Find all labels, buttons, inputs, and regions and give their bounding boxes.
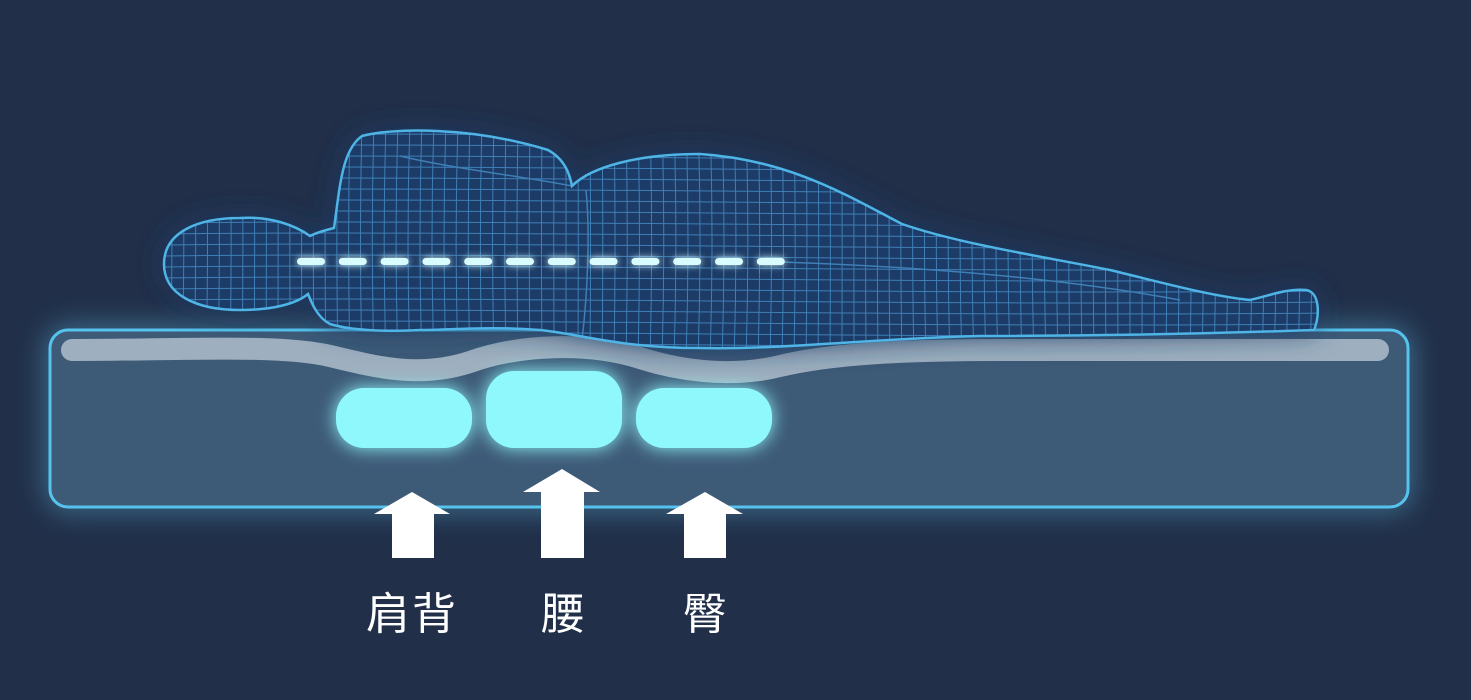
up-arrow-icon <box>523 469 600 558</box>
zone-label-shoulder-back: 肩背 <box>366 589 458 640</box>
body-mesh-line <box>1189 130 1192 349</box>
spine-dash <box>338 258 367 265</box>
human-body-side-view-icon <box>160 123 1330 350</box>
spine-dash <box>547 258 576 265</box>
spine-dash <box>756 258 785 265</box>
spine-alignment-line <box>297 258 785 265</box>
body-mesh-line <box>1080 130 1083 349</box>
up-arrow-icon <box>374 492 450 558</box>
body-mesh-line <box>164 133 1318 139</box>
support-pad-hip <box>636 388 772 448</box>
body-mesh-line <box>164 276 1318 282</box>
support-arrows <box>374 469 743 558</box>
zone-label-waist: 腰 <box>541 589 587 640</box>
zone-label-hip: 臀 <box>683 589 729 640</box>
mattress-comfort-layer <box>61 336 1389 384</box>
support-pads <box>336 371 772 448</box>
body-mesh-line <box>164 298 1318 304</box>
body-mesh-line <box>160 123 1330 127</box>
body-mesh-line <box>164 144 1318 150</box>
body-mesh-line <box>540 130 543 349</box>
body-mesh-line <box>1092 130 1095 349</box>
body-contour-line <box>779 261 1181 301</box>
spine-dash <box>464 258 493 265</box>
body-contour-line <box>399 155 573 187</box>
body-mesh-line <box>1104 130 1107 349</box>
body-mesh-line <box>1165 130 1168 349</box>
spine-dash <box>631 258 660 265</box>
body-mesh-line <box>164 287 1318 293</box>
support-pad-shoulder-back <box>336 388 472 448</box>
body-mesh-line <box>1153 130 1156 349</box>
body-mesh-line <box>1177 130 1180 349</box>
spine-dash <box>715 258 743 265</box>
spine-dash <box>673 258 702 265</box>
body-contour-line <box>581 189 589 341</box>
spine-dash <box>589 258 618 265</box>
body-mesh-line <box>1068 130 1071 349</box>
spine-dash <box>422 258 451 265</box>
body-mesh-line <box>589 130 592 349</box>
support-pad-waist <box>486 371 622 448</box>
spine-dash <box>506 258 534 265</box>
spine-dash <box>297 258 325 265</box>
spine-dash <box>380 258 409 265</box>
up-arrow-icon <box>666 492 743 558</box>
